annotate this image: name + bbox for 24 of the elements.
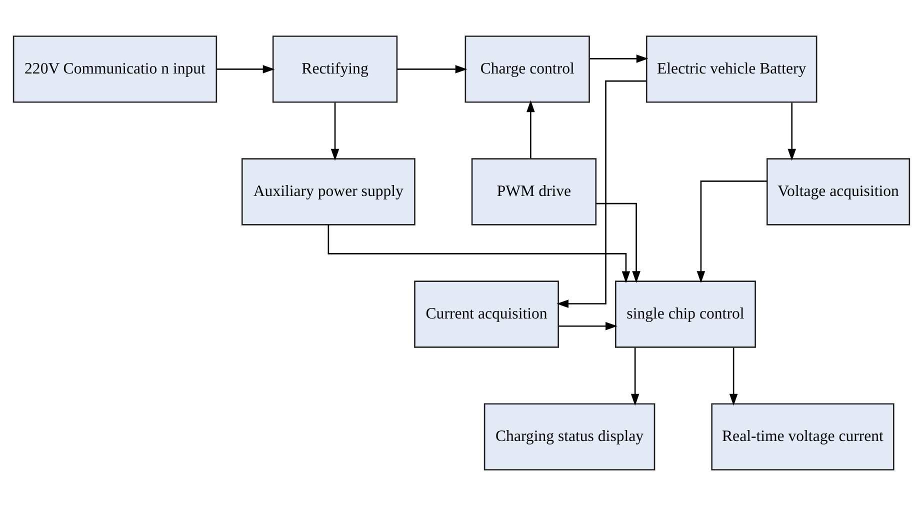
arrow [596, 202, 640, 284]
arrow [696, 180, 767, 284]
node-box: Charge control [464, 36, 590, 103]
arrow [216, 65, 275, 74]
node-box: Current acquisition [414, 280, 559, 348]
node-box: Real-time voltage current [711, 403, 894, 470]
node-box: Voltage acquisition [766, 158, 910, 226]
node-box: single chip control [615, 280, 756, 348]
arrow [558, 322, 618, 330]
node-box: Electric vehicle Battery [646, 36, 818, 103]
node-box: 220V Communicatio n input [12, 36, 218, 103]
arrow [556, 80, 646, 308]
node-box: PWM drive [471, 158, 597, 226]
arrow [630, 348, 640, 406]
arrow [330, 102, 340, 161]
arrow [729, 348, 738, 406]
arrow [526, 100, 535, 158]
node-box: Rectifying [272, 36, 398, 103]
arrow [397, 65, 468, 74]
arrow [590, 54, 648, 63]
arrow [328, 224, 630, 284]
node-box: Charging status display [484, 403, 656, 470]
arrow [788, 102, 796, 161]
node-box: Auxiliary power supply [241, 158, 416, 226]
